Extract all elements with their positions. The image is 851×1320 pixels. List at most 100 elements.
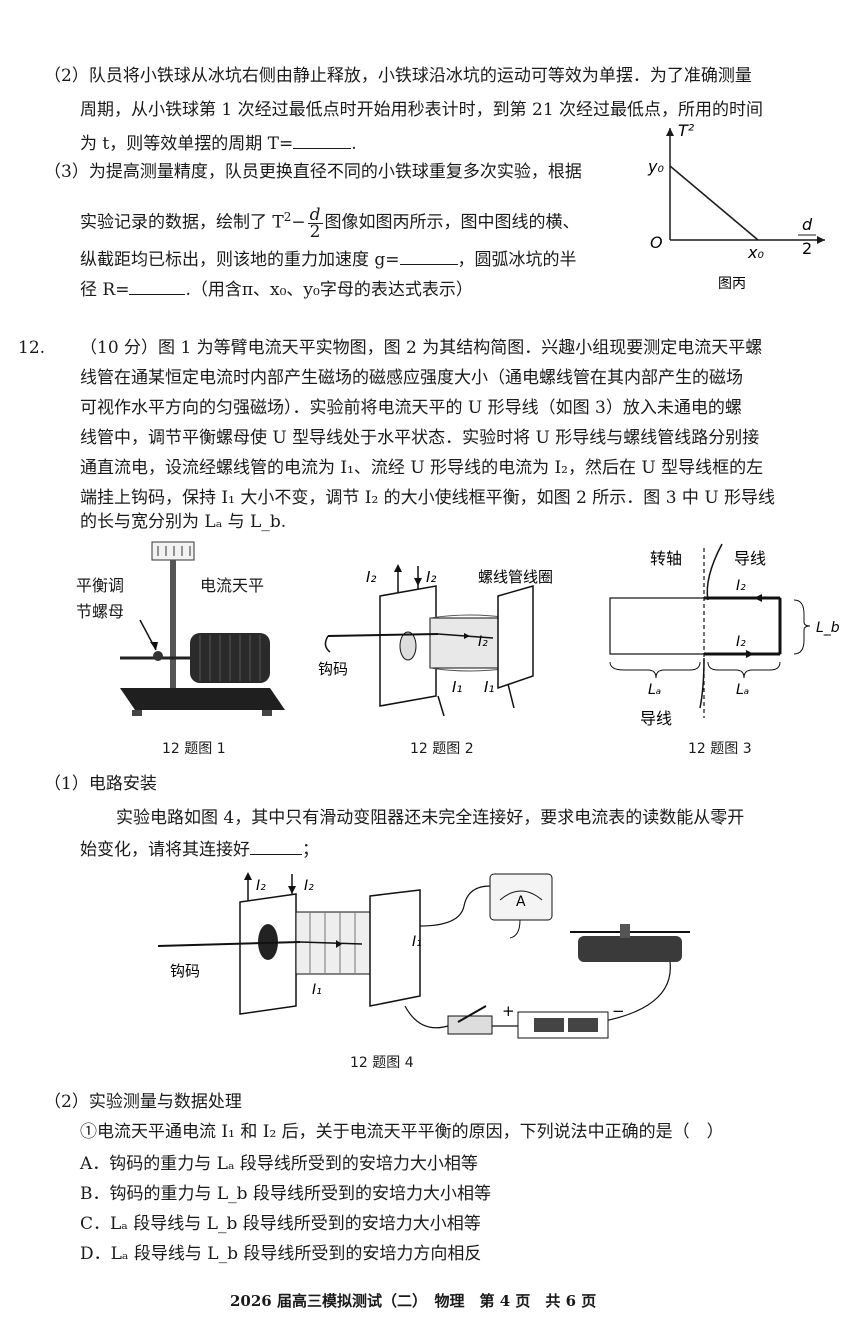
option-a[interactable]: A．钩码的重力与 Lₐ 段导线所受到的安培力大小相等	[80, 1154, 478, 1174]
minus-sign: −	[291, 212, 306, 233]
answer-blank-circuit[interactable]	[250, 836, 302, 855]
fig2-i2-left: I₂	[366, 568, 376, 586]
q12-part2-title: （2）实验测量与数据处理	[44, 1092, 242, 1112]
q11-part2-line2: 周期，从小铁球第 1 次经过最低点时开始用秒表计时，到第 21 次经过最低点，所…	[80, 100, 764, 120]
fig3-la-left: Lₐ	[648, 682, 661, 698]
fraction-denominator: 2	[309, 221, 321, 242]
switch	[447, 1015, 493, 1035]
q12-intro-line5: 通直流电，设流经螺线管的电流为 I₁、流经 U 形导线的电流为 I₂，然后在 U…	[80, 458, 764, 478]
battery-plus: +	[502, 1002, 515, 1020]
figure-1-current-balance	[120, 541, 285, 716]
graph-line	[669, 165, 759, 241]
lb-brace	[793, 599, 811, 655]
fig3-i2-bottom: I₂	[736, 634, 746, 650]
fig3-axis-label: 转轴	[650, 549, 682, 568]
figure-4-circuit: A + − I₂ I₂ 钩码 I₁ I₁	[157, 872, 690, 1039]
fig1-label-nut-1: 平衡调	[76, 576, 125, 595]
x-intercept-label: x₀	[747, 243, 764, 262]
q11-part3-line2-text: 实验记录的数据，绘制了 T	[80, 212, 284, 233]
x-axis-arrow	[817, 236, 825, 244]
answer-blank-R[interactable]	[129, 276, 186, 295]
back-plate	[497, 585, 534, 690]
q12-number: 12.	[18, 338, 46, 358]
q12-intro-line4: 线管中，调节平衡螺母使 U 型导线处于水平状态．实验时将 U 形导线与螺线管线路…	[80, 428, 760, 448]
u-wire-arm	[327, 633, 439, 637]
q11-part3-line1: （3）为提高测量精度，队员更换直径不同的小铁球重复多次实验，根据	[44, 162, 582, 182]
q11-part3-line4-end: .（用含π、x₀、y₀字母的表达式表示）	[185, 280, 473, 300]
figure-3-u-wire: 转轴 导线 I₂ I₂ L_b Lₐ Lₐ 导线	[609, 543, 840, 728]
q11-part2-line1: （2）队员将小铁球从冰坑右侧由静止释放，小铁球沿冰坑的运动可等效为单摆．为了准确…	[44, 66, 752, 86]
rheostat-slider	[620, 924, 630, 938]
y-axis-label: T²	[678, 121, 695, 140]
q12-intro-line7: 的长与宽分别为 Lₐ 与 L_b.	[80, 512, 287, 532]
coil-opening	[399, 631, 417, 661]
fig1-label-balance: 电流天平	[200, 576, 265, 595]
fig4-i1-left: I₁	[312, 982, 322, 998]
fraction-numerator: d	[307, 204, 323, 225]
q11-part3-line3: 纵截距均已标出，则该地的重力加速度 g= ，圆弧冰坑的半	[80, 246, 577, 272]
x-axis-label-den: 2	[802, 239, 812, 258]
fig2-coil-label: 螺线管线圈	[478, 568, 553, 586]
q12-part1-line2: 始变化，请将其连接好 ；	[80, 836, 319, 862]
q12-part1-line2-text: 始变化，请将其连接好	[80, 840, 250, 860]
fig4-i1-right: I₁	[412, 934, 422, 950]
option-d[interactable]: D．Lₐ 段导线与 L_b 段导线所受到的安培力方向相反	[80, 1244, 482, 1264]
fig2-i2-inner: I₂	[478, 634, 488, 650]
fig3-wire-bottom-label: 导线	[640, 709, 672, 728]
fig4-hook-label: 钩码	[170, 962, 200, 980]
q12-part1-line2-end: ；	[302, 840, 319, 860]
solenoid-coil	[429, 617, 511, 669]
q11-part2-line3: 为 t，则等效单摆的周期 T=.	[80, 130, 357, 156]
q11-part3-line2-end: 图像如图丙所示，图中图线的横、	[324, 212, 580, 233]
q11-part3-line3-end: ，圆弧冰坑的半	[457, 250, 577, 270]
balance-pillar	[170, 560, 176, 690]
u-frame-outline	[609, 597, 781, 655]
q12-intro-line2: 线管在通某恒定电流时内部产生磁场的磁感应强度大小（通电螺线管在其内部产生的磁场	[80, 368, 743, 388]
fig2-i1-right: I₁	[484, 678, 494, 696]
q12-part1-line1: 实验电路如图 4，其中只有滑动变阻器还未完全连接好，要求电流表的读数能从零开	[116, 808, 745, 828]
answer-blank-T[interactable]	[293, 130, 352, 149]
graph-bing: T² y₀ O x₀ d 2 图丙	[647, 121, 825, 292]
fig2-i2-right: I₂	[426, 568, 436, 586]
q11-part2-line3-text: 为 t，则等效单摆的周期 T=	[80, 134, 294, 154]
fig3-la-right: Lₐ	[736, 682, 749, 698]
y-axis-arrow	[666, 128, 674, 136]
ammeter-label: A	[516, 894, 526, 910]
figure-2-structure: I₂ I₂ 螺线管线圈 I₂ 钩码 I₁ I₁	[318, 564, 553, 716]
fig4-caption: 12 题图 4	[350, 1055, 414, 1071]
fig3-i2-top: I₂	[736, 578, 746, 594]
fig3-caption: 12 题图 3	[688, 741, 752, 757]
fig2-caption: 12 题图 2	[410, 741, 474, 757]
lead-wire-bottom	[699, 657, 705, 709]
q11-part3-line4-text: 径 R=	[80, 280, 130, 300]
q12-intro-line6: 端挂上钩码，保持 I₁ 大小不变，调节 I₂ 的大小使线框平衡，如图 2 所示．…	[80, 488, 776, 508]
rheostat	[578, 936, 682, 962]
lead-wire-top	[706, 543, 723, 601]
q12-intro-line1: （10 分）图 1 为等臂电流天平实物图，图 2 为其结构简图．兴趣小组现要测定…	[80, 338, 763, 358]
battery-minus: −	[612, 1002, 625, 1020]
y-intercept-label: y₀	[647, 157, 664, 176]
origin-label: O	[650, 233, 663, 252]
q12-intro-line3: 可视作水平方向的匀强磁场）．实验前将电流天平的 U 形导线（如图 3）放入未通电…	[80, 398, 742, 418]
q11-part3-line3-text: 纵截距均已标出，则该地的重力加速度 g=	[80, 250, 400, 270]
t-squared-exponent: 2	[283, 210, 292, 224]
fig1-label-nut-2: 节螺母	[76, 602, 125, 621]
option-c[interactable]: C．Lₐ 段导线与 L_b 段导线所受到的安培力大小相等	[80, 1214, 481, 1234]
fig4-i2-left: I₂	[256, 878, 266, 894]
q12-part1-title: （1）电路安装	[44, 774, 157, 794]
fig1-caption: 12 题图 1	[162, 741, 226, 757]
base-plate	[120, 688, 285, 710]
fig4-back-plate	[369, 889, 421, 1007]
graph-caption: 图丙	[718, 276, 746, 292]
fig3-wire-top-label: 导线	[734, 549, 766, 568]
fig4-i2-right: I₂	[304, 878, 314, 894]
la-brace-right	[707, 661, 781, 679]
fig2-i1-left: I₁	[452, 678, 462, 696]
q11-part3-line4: 径 R= .（用含π、x₀、y₀字母的表达式表示）	[80, 276, 473, 302]
hook	[324, 635, 331, 653]
option-b[interactable]: B．钩码的重力与 L_b 段导线所受到的安培力大小相等	[80, 1184, 491, 1204]
q11-part2-line3-end: .	[351, 134, 357, 154]
answer-blank-g[interactable]	[399, 246, 458, 265]
